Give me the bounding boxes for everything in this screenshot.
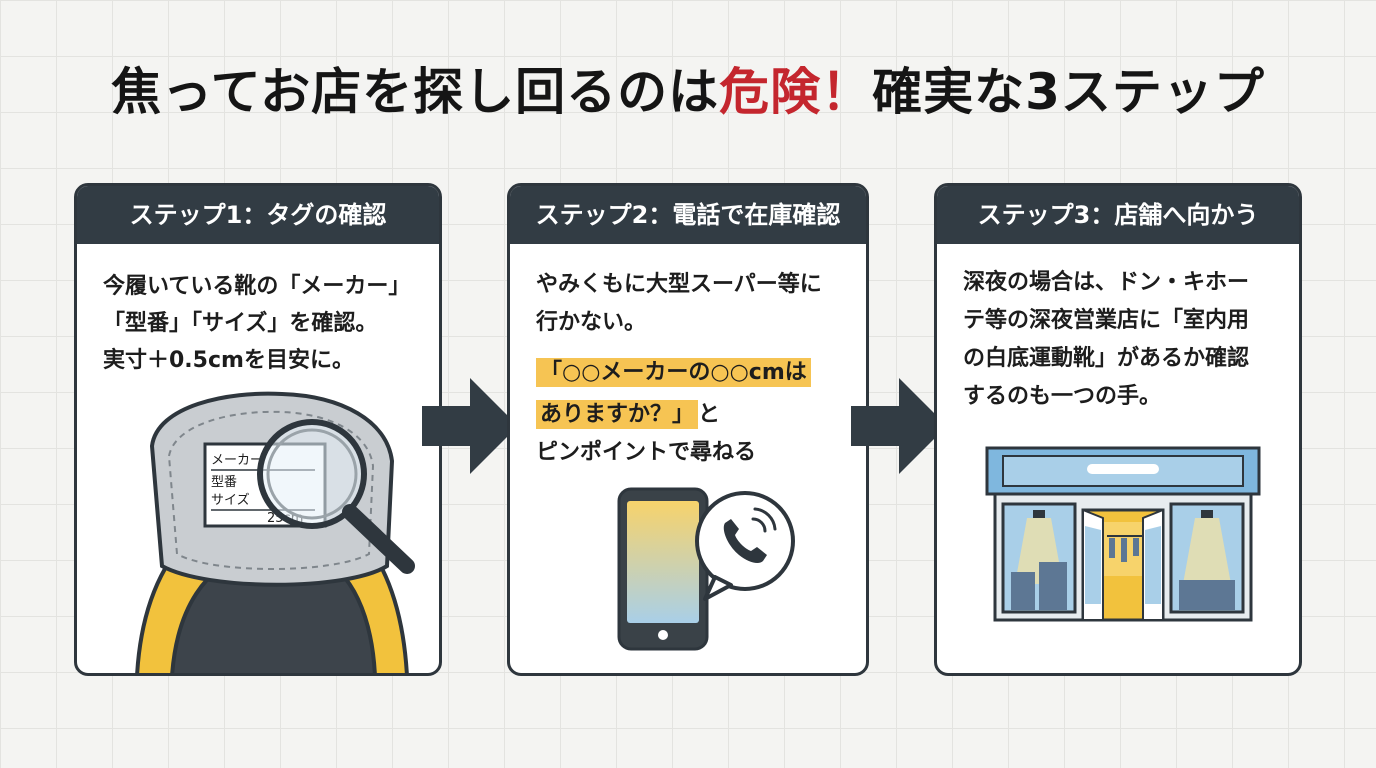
storefront-icon [985,446,1261,622]
arrow-right-icon [851,378,947,474]
step-text-3: 深夜の場合は、ドン・キホー テ等の深夜営業店に「室内用 の白底運動靴」があるか確… [963,264,1281,416]
tag-maker-label: メーカー [211,453,263,468]
step2-line: やみくもに大型スーパー等に [536,272,822,297]
step1-line: 実寸＋0.5cmを目安に。 [103,348,354,373]
step3-line: テ等の深夜営業店に「室内用 [963,308,1250,333]
tag-model-label: 型番 [211,475,237,490]
title-danger: 危険！ [719,63,873,121]
step-text-1: 今履いている靴の「メーカー」 「型番」「サイズ」を確認。 実寸＋0.5cmを目安… [103,268,421,379]
step-card-3: ステップ3：店舗へ向かう 深夜の場合は、ドン・キホー テ等の深夜営業店に「室内用… [934,183,1302,676]
step-header-1: ステップ1：タグの確認 [77,186,439,244]
tag-size-label: サイズ [211,492,250,508]
step3-line: 深夜の場合は、ドン・キホー [963,270,1250,295]
quote-highlight-2: ありますか？」 [536,400,699,429]
step-header-3: ステップ3：店舗へ向かう [937,186,1299,244]
phone-call-bubble-icon [695,491,795,601]
step2-line: 行かない。 [536,310,647,335]
quote-highlight-1: 「○○メーカーの○○cmは [536,358,811,387]
page-title: 焦ってお店を探し回るのは危険！確実な3ステップ [0,52,1376,124]
shoe-tag-icon: メーカー 型番 サイズ 25cm [135,391,415,673]
step3-line: の白底運動靴」があるか確認 [963,346,1250,371]
step-header-2: ステップ2：電話で在庫確認 [510,186,866,244]
step-card-1: ステップ1：タグの確認 今履いている靴の「メーカー」 「型番」「サイズ」を確認。… [74,183,442,676]
title-part2: 確実な3ステップ [872,63,1265,121]
smartphone-icon [617,487,795,651]
step-text-2: やみくもに大型スーパー等に 行かない。 「○○メーカーの○○cmは ありますか？… [536,266,848,472]
magnifier-icon [257,419,415,574]
step3-line: するのも一つの手。 [963,384,1162,409]
step2-after: ピンポイントで尋ねる [536,440,757,465]
step-card-2: ステップ2：電話で在庫確認 やみくもに大型スーパー等に 行かない。 「○○メーカ… [507,183,869,676]
step1-line: 今履いている靴の「メーカー」 [103,274,411,299]
arrow-right-icon [422,378,518,474]
title-part1: 焦ってお店を探し回るのは [111,63,720,121]
step1-line: 「型番」「サイズ」を確認。 [103,311,378,336]
quote-suffix: と [698,402,721,427]
